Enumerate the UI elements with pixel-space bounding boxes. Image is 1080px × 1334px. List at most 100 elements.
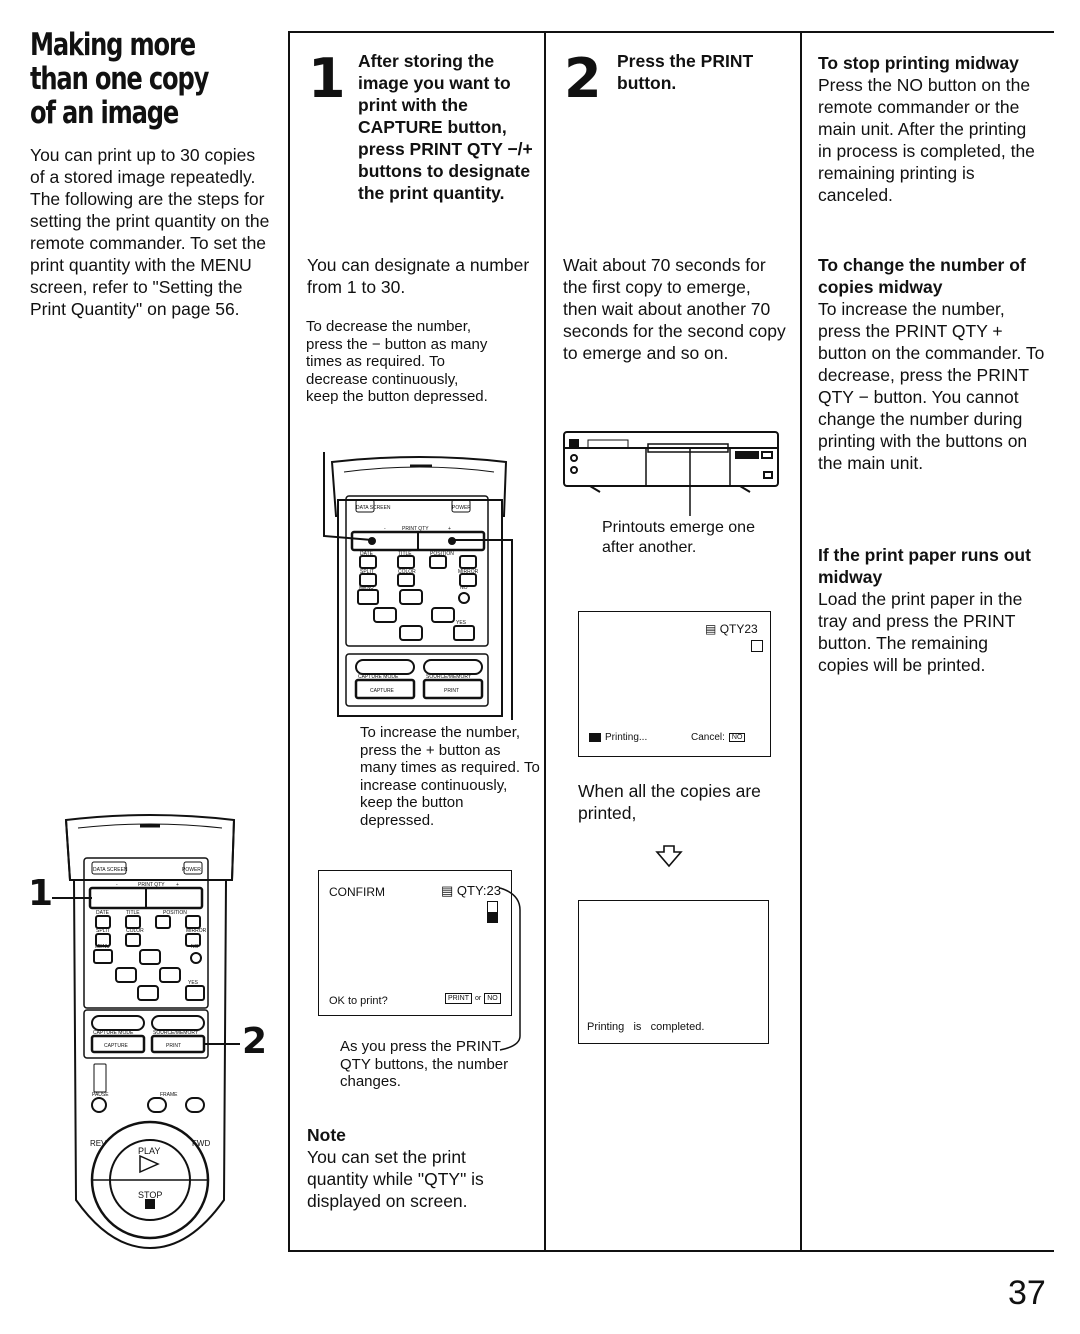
remote-minus-label: -	[116, 882, 118, 888]
remote-labels-large: DATA SCREEN POWER PRINT QTY - + DATE TIT…	[90, 867, 210, 1200]
printer-icon: ▤	[441, 883, 454, 898]
remote-print-label: PRINT	[166, 1043, 181, 1049]
stop-body: Press the NO button on the remote comman…	[818, 75, 1035, 205]
small-remote-minus-label: -	[384, 526, 386, 532]
remote-fwd-label: FWD	[192, 1139, 210, 1148]
remote-frame-label: FRAME	[160, 1092, 178, 1098]
change-body: To increase the number, press the PRINT …	[818, 299, 1045, 473]
paper-body: Load the print paper in the tray and pre…	[818, 589, 1023, 675]
small-remote-mirror-label: MIRROR	[458, 569, 479, 575]
confirm-qty: ▤ QTY:23	[441, 883, 501, 899]
small-remote-date-label: DATE	[360, 551, 374, 557]
printing-qty: ▤ QTY23	[705, 622, 758, 636]
step-2-body: Wait about 70 seconds for the first copy…	[563, 255, 786, 363]
printing-status: Printing...	[589, 732, 647, 743]
small-remote-capture-label: CAPTURE	[370, 688, 395, 694]
when-done-text: When all the copies are printed,	[578, 781, 761, 823]
remote-data-screen-label: DATA SCREEN	[93, 867, 128, 873]
small-remote-position-label: POSITION	[430, 551, 454, 557]
remote-capture-mode-label: CAPTURE MODE	[93, 1030, 134, 1036]
or-text: or	[475, 995, 482, 1002]
step-2-heading: Press the PRINT button.	[617, 51, 754, 93]
print-key-icon: PRINT	[445, 993, 472, 1004]
step-1-number: 1	[308, 47, 346, 110]
remote-color-label: COLOR	[126, 928, 144, 934]
divider-1	[544, 31, 546, 1252]
step-1-body: You can designate a number from 1 to 30.	[307, 255, 530, 297]
small-remote-menu-label: MENU	[359, 585, 374, 591]
printer-icon: ▤	[705, 622, 717, 636]
printing-text: Printing...	[605, 732, 648, 743]
small-remote-data-screen-label: DATA SCREEN	[356, 505, 391, 511]
increase-leader	[452, 539, 513, 720]
decrease-note: To decrease the number, press the − butt…	[306, 318, 488, 405]
completed-text: Printing is completed.	[587, 1021, 705, 1033]
press-note: As you press the PRINT QTY buttons, the …	[340, 1038, 509, 1090]
small-remote-no-label: NO	[460, 585, 468, 591]
printing-qty-label: QTY	[719, 622, 745, 636]
cancel-text: Cancel:	[691, 732, 725, 743]
decrease-leader	[323, 452, 373, 541]
remote-no-label: NO	[191, 944, 199, 950]
page-title: Making more than one copy of an image	[30, 27, 209, 131]
remote-date-label: DATE	[96, 910, 110, 916]
remote-position-label: POSITION	[163, 910, 187, 916]
small-remote-print-qty-label: PRINT QTY	[402, 526, 429, 532]
up-down-indicator-icon	[487, 901, 498, 923]
note-body: You can set the print quantity while "QT…	[307, 1147, 484, 1211]
callout-2: 2	[242, 1021, 268, 1062]
confirm-key-hint: PRINT or NO	[445, 993, 501, 1004]
stop-heading: To stop printing midway	[818, 53, 1019, 73]
small-remote-color-label: COLOR	[398, 569, 416, 575]
page-number: 37	[1008, 1274, 1046, 1312]
bottom-rule	[288, 1250, 1054, 1252]
remote-split-label: SPLIT	[96, 928, 110, 934]
increase-note: To increase the number, press the + butt…	[360, 724, 540, 829]
remote-title-label: TITLE	[126, 910, 140, 916]
remote-control-large	[64, 814, 236, 1250]
remote-menu-label: MENU	[95, 944, 110, 950]
remote-source-memory-label: SOURCE/MEMORY	[153, 1030, 199, 1036]
confirm-qty-value: 23	[486, 883, 502, 898]
top-rule	[288, 31, 1054, 33]
remote-power-label: POWER	[182, 867, 201, 873]
remote-plus-label: +	[176, 882, 179, 888]
cancel-hint: Cancel: NO	[691, 732, 746, 743]
printing-qty-value: 23	[744, 622, 758, 636]
remote-rev-label: REV	[90, 1139, 107, 1148]
small-remote-print-label: PRINT	[444, 688, 459, 694]
small-remote-split-label: SPLIT	[360, 569, 374, 575]
completed-screen: Printing is completed.	[578, 900, 769, 1044]
remote-yes-label: YES	[188, 980, 199, 986]
small-remote-plus-label: +	[448, 526, 451, 532]
remote-play-label: PLAY	[138, 1146, 160, 1156]
frame-left	[288, 31, 290, 1252]
intro-text: You can print up to 30 copies of a store…	[30, 145, 270, 319]
remote-print-qty-label: PRINT QTY	[138, 882, 165, 888]
remote-stop-label: STOP	[138, 1190, 162, 1200]
remote-capture-label: CAPTURE	[104, 1043, 129, 1049]
paper-heading: If the print paper runs out midway	[818, 545, 1031, 587]
step-2-number: 2	[564, 47, 602, 110]
remote-pause-label: PAUSE	[92, 1092, 109, 1098]
remote-mirror-label: MIRROR	[186, 928, 207, 934]
ok-to-print-text: OK to print?	[329, 995, 388, 1007]
confirm-label: CONFIRM	[329, 885, 385, 899]
note-heading: Note	[307, 1125, 346, 1145]
divider-2	[800, 31, 802, 1252]
small-remote-power-label: POWER	[452, 505, 471, 511]
confirm-screen: CONFIRM ▤ QTY:23 OK to print? PRINT or N…	[318, 870, 512, 1016]
confirm-qty-label: QTY:	[456, 883, 487, 898]
small-remote-yes-label: YES	[456, 620, 467, 626]
callout-1: 1	[28, 873, 54, 914]
print-indicator-icon	[589, 733, 601, 742]
printer-caption: Printouts emerge one after another.	[602, 519, 755, 556]
no-key-icon: NO	[728, 733, 746, 742]
printing-screen: ▤ QTY23 Printing... Cancel: NO	[578, 611, 771, 757]
small-remote-title-label: TITLE	[398, 551, 412, 557]
